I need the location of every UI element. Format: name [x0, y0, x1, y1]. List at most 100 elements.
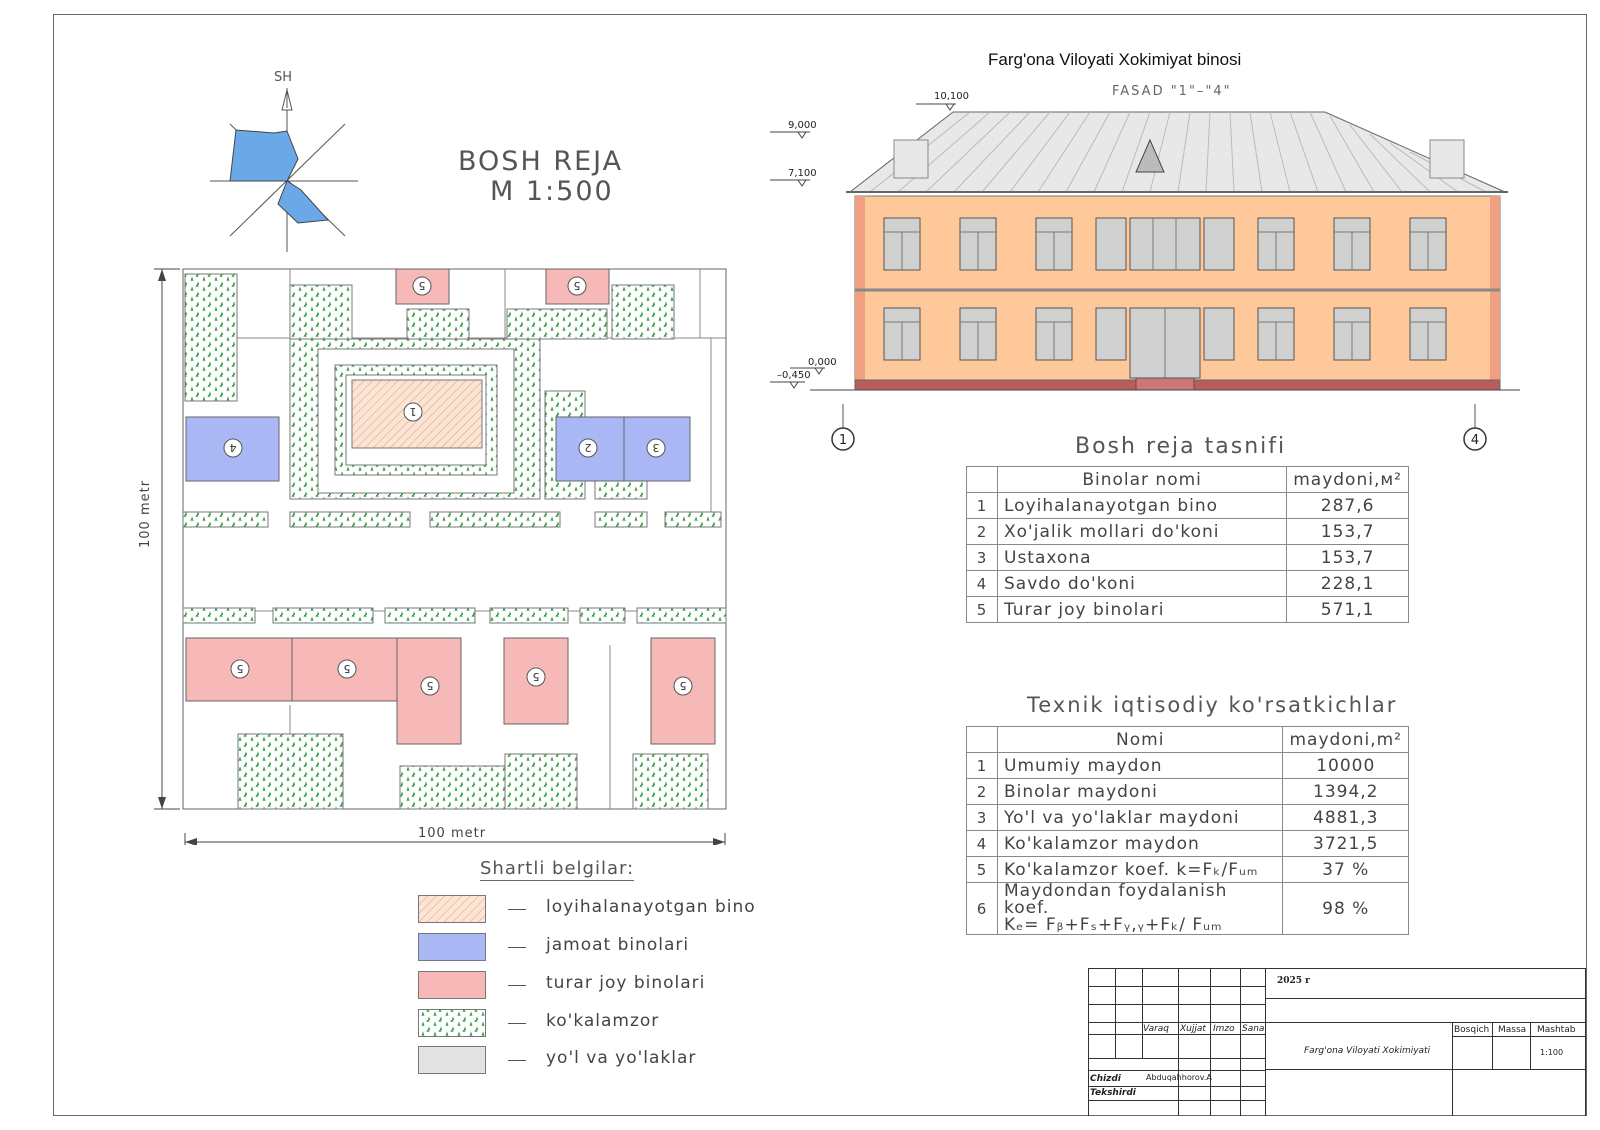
legend-label: turar joy binolari — [546, 973, 706, 993]
stamp-author: Abduqahhorov.A — [1146, 1073, 1212, 1082]
facade-title: Farg'ona Viloyati Xokimiyat binosi — [988, 50, 1242, 69]
stamp-mashtab: Mashtab — [1537, 1025, 1576, 1035]
green-zone — [289, 511, 411, 528]
building-label: 5 — [419, 279, 426, 292]
level-mark: –0,450 — [777, 370, 811, 381]
building-5 — [650, 637, 716, 745]
green-zone — [594, 511, 648, 528]
green-zone — [429, 511, 561, 528]
level-mark: 9,000 — [788, 120, 817, 131]
dim-arrow — [158, 797, 166, 809]
legend-swatch-public — [418, 933, 486, 961]
stamp-massa: Massa — [1498, 1025, 1527, 1035]
building-label: 1 — [410, 405, 417, 418]
green-zone — [489, 607, 569, 624]
green-zone — [272, 607, 374, 624]
label-circle — [412, 276, 432, 296]
table1-header-value: maydoni,м² — [1286, 466, 1409, 493]
green-zone — [182, 607, 256, 624]
green-zone — [594, 479, 648, 500]
windows-upper — [883, 217, 1447, 271]
level-mark: 10,100 — [934, 91, 969, 102]
stamp-chizdi: Chizdi — [1090, 1074, 1121, 1084]
table-row: 6 Maydondan foydalanish koef. Kₑ= Fᵦ+Fₛ+… — [966, 882, 1409, 935]
axis-circle-4 — [1463, 427, 1487, 451]
legend-label: ko'kalamzor — [546, 1011, 660, 1031]
window — [1203, 307, 1235, 361]
building-5 — [395, 268, 450, 305]
green-zone — [384, 607, 476, 624]
dormer-window-icon — [1135, 138, 1165, 173]
legend-swatch-roads — [418, 1046, 486, 1074]
stamp-project: Farg'ona Viloyati Xokimiyati — [1304, 1046, 1431, 1056]
site-plan: 1 4 2 3 5 5 5 5 5 5 5 — [154, 268, 727, 845]
table1-header-name: Binolar nomi — [996, 466, 1288, 493]
stamp-bosqich: Bosqich — [1454, 1025, 1490, 1035]
green-zone — [504, 753, 578, 810]
dim-arrow — [713, 838, 725, 845]
table2-header-name: Nomi — [996, 726, 1284, 753]
window — [1095, 217, 1127, 271]
building-label: 5 — [427, 679, 434, 692]
legend-swatch-green — [418, 1009, 486, 1037]
wind-rose — [210, 88, 358, 252]
parapet-right — [1429, 139, 1465, 179]
stamp-tekshirdi: Tekshirdi — [1090, 1088, 1136, 1098]
legend-title: Shartli belgilar: — [480, 858, 635, 881]
legend-label: yo'l va yo'laklar — [546, 1048, 697, 1068]
window — [1203, 217, 1235, 271]
table2-title: Texnik iqtisodiy ko'rsatkichlar — [1027, 693, 1398, 717]
legend-label: jamoat binolari — [546, 935, 690, 955]
axis-label-1: 1 — [839, 433, 847, 448]
plan-title: BOSH REJA — [458, 146, 624, 177]
label-circle — [646, 438, 666, 458]
green-zone — [399, 765, 506, 810]
roof — [848, 111, 1506, 193]
window — [1129, 217, 1201, 271]
parapet-left — [893, 139, 929, 179]
legend-swatch-hatch — [418, 895, 486, 923]
building-label: 2 — [585, 441, 592, 454]
label-circle — [673, 676, 693, 696]
label-circle — [337, 659, 357, 679]
building-label: 5 — [237, 662, 244, 675]
label-circle — [578, 438, 598, 458]
dim-arrow — [185, 838, 197, 845]
green-zone — [579, 607, 626, 624]
dim-arrow — [158, 269, 166, 281]
building-label: 3 — [653, 441, 660, 454]
building-label: 4 — [230, 441, 237, 454]
legend-label: loyihalanayotgan bino — [546, 897, 756, 917]
green-zone — [237, 733, 344, 810]
stamp-col-imzo: Imzo — [1213, 1024, 1235, 1034]
building-label: 5 — [680, 679, 687, 692]
label-circle — [223, 438, 243, 458]
corner-quoin-left — [855, 196, 865, 380]
green-zone — [632, 753, 709, 810]
stamp-scale: 1:100 — [1540, 1048, 1564, 1057]
green-zone — [184, 273, 238, 402]
label-circle — [567, 276, 587, 296]
axis-label-4: 4 — [1471, 433, 1479, 448]
building-1 — [351, 379, 483, 449]
rose-shape-nw — [229, 129, 299, 182]
stamp-col-xujjat: Xujjat — [1180, 1024, 1206, 1034]
corner-quoin-right — [1490, 196, 1500, 380]
label-circle — [403, 402, 423, 422]
green-zone — [611, 284, 675, 340]
entrance-steps — [1135, 377, 1195, 391]
building-label: 5 — [574, 279, 581, 292]
stamp-col-sana: Sana — [1242, 1024, 1265, 1034]
label-circle — [420, 676, 440, 696]
